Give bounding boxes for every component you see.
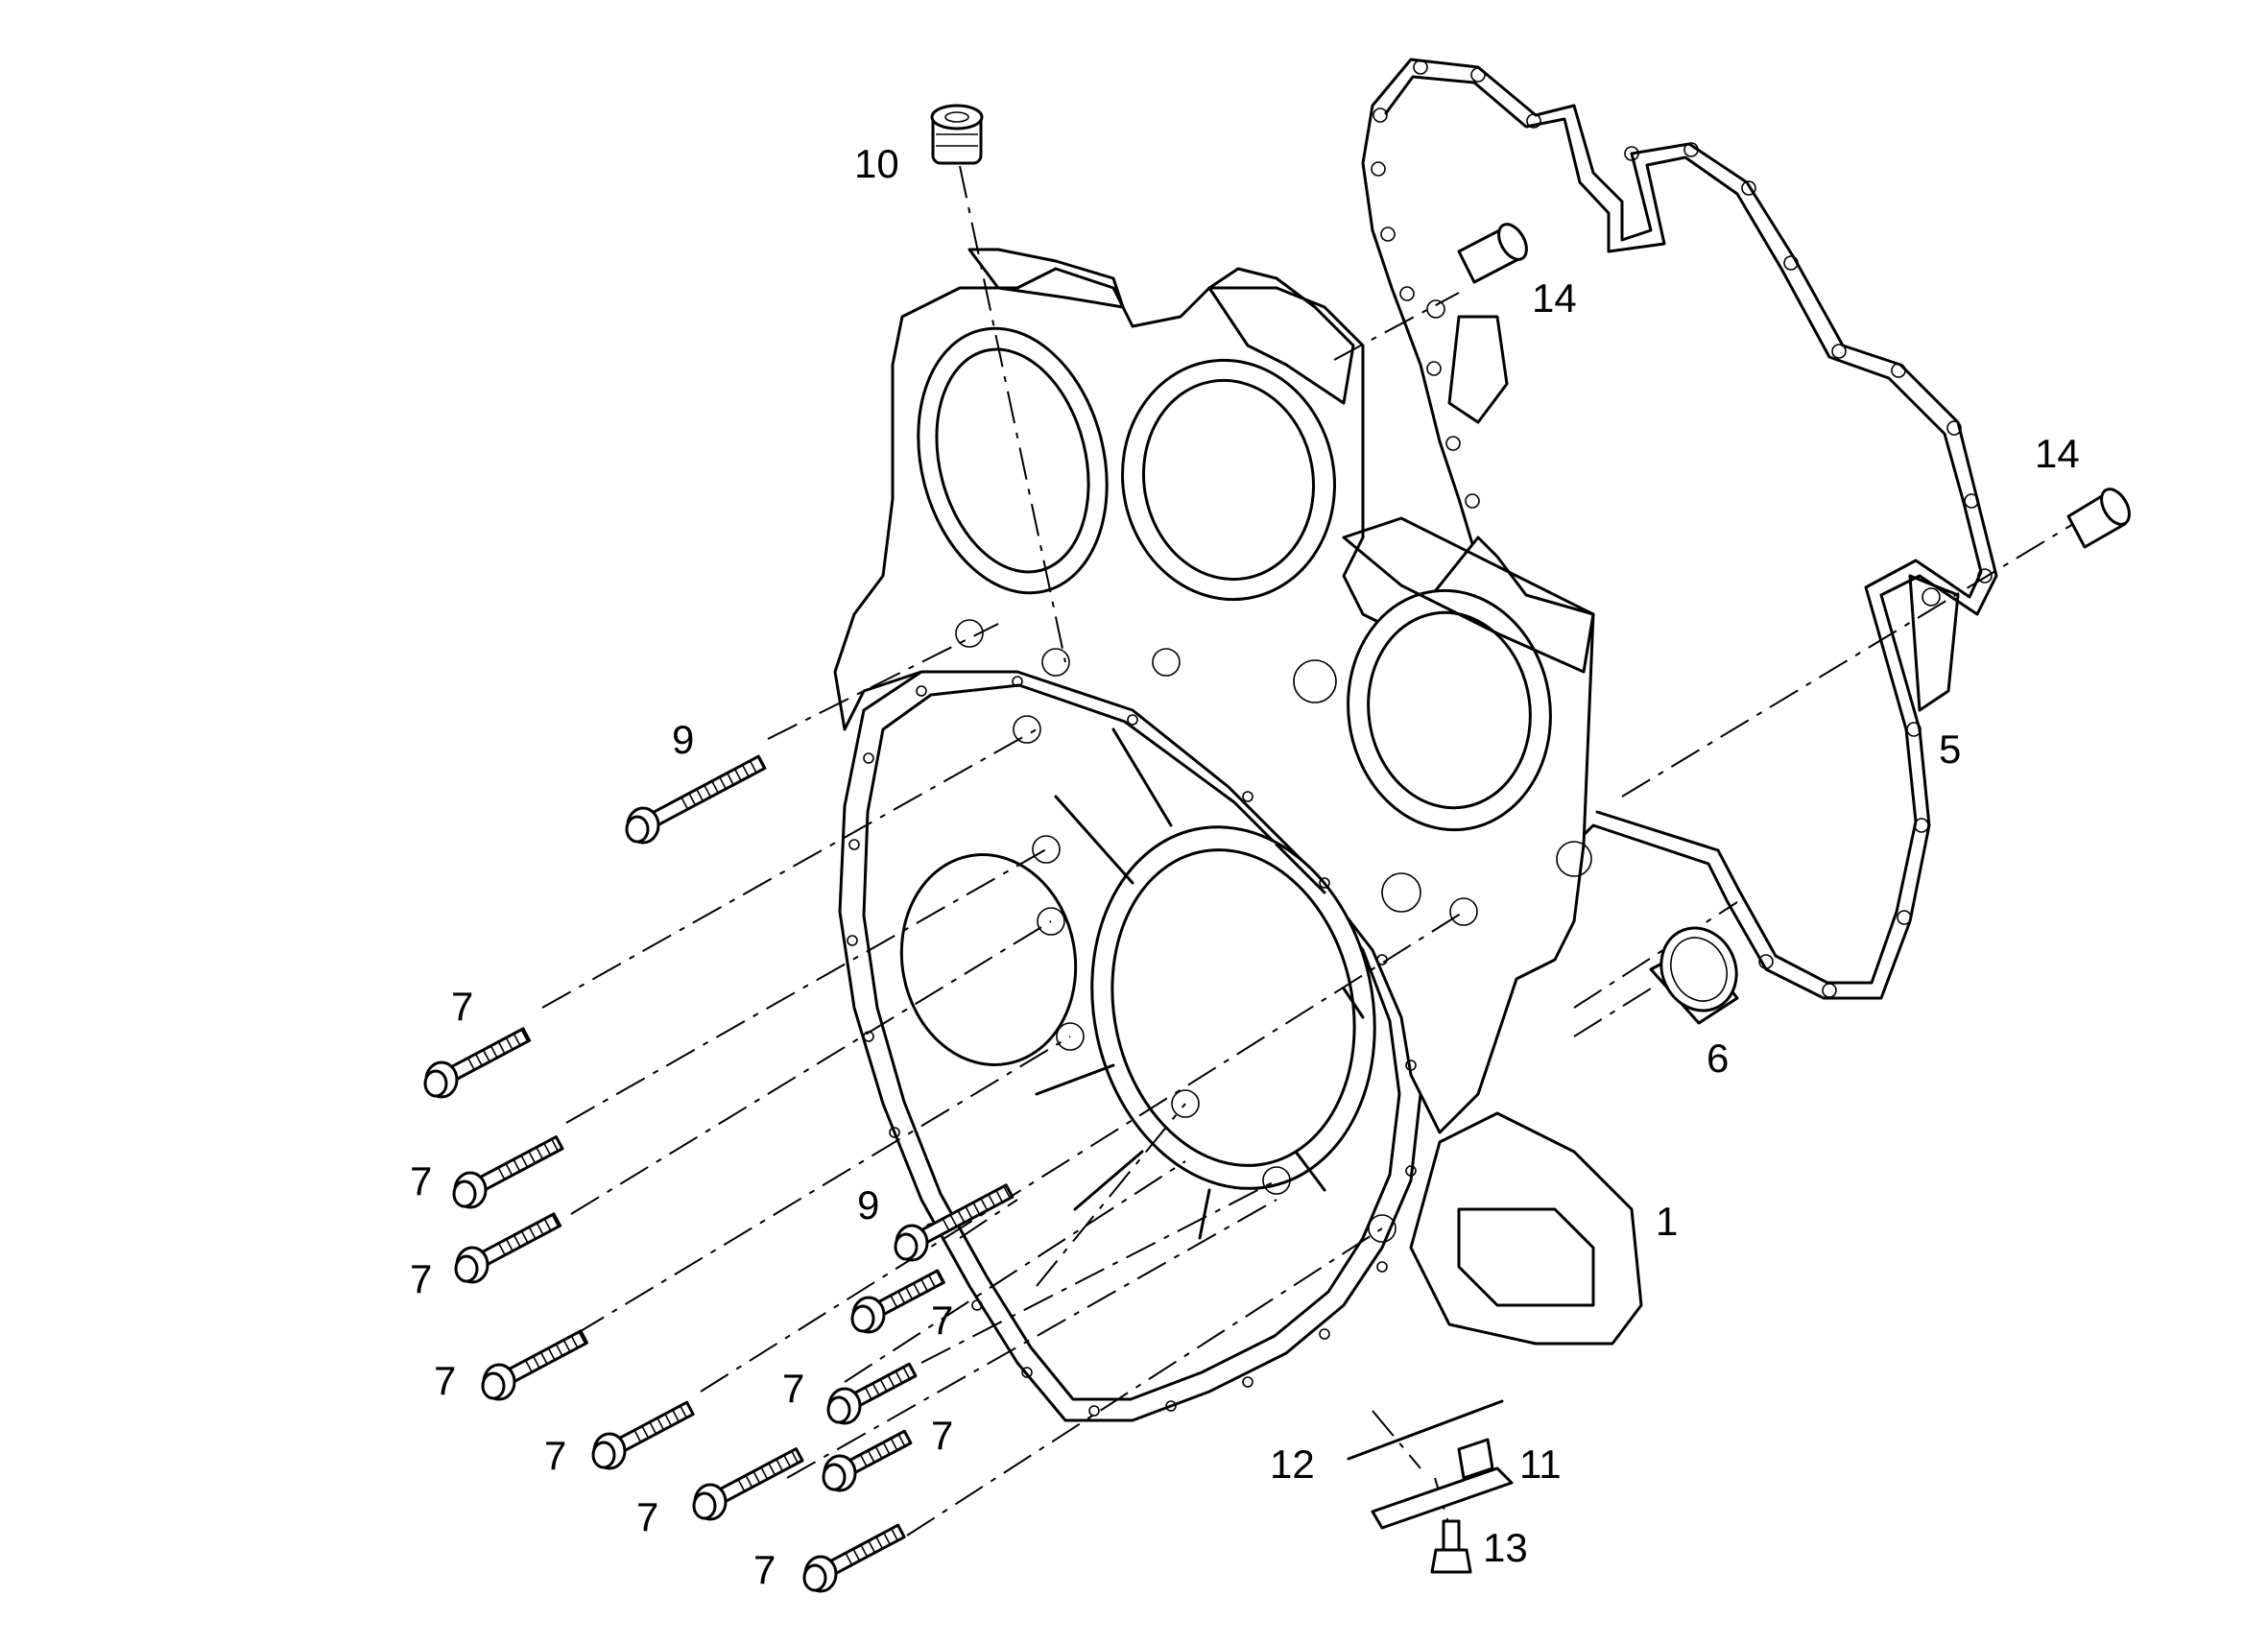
bolt-7 bbox=[454, 1212, 562, 1284]
callout-7: 7 bbox=[451, 984, 474, 1029]
callout-5: 5 bbox=[1939, 727, 1962, 772]
bolt-7 bbox=[423, 1027, 532, 1099]
bolt-9 bbox=[625, 754, 767, 845]
callout-6: 6 bbox=[1707, 1036, 1730, 1081]
callout-7: 7 bbox=[410, 1158, 433, 1203]
bolt-9 bbox=[894, 1183, 1015, 1262]
plug-part-10 bbox=[930, 104, 984, 165]
sleeve-part-14b bbox=[2066, 488, 2131, 549]
callout-13: 13 bbox=[1483, 1525, 1528, 1570]
bolt-7 bbox=[826, 1362, 918, 1425]
bolt-7 bbox=[802, 1523, 906, 1593]
gasket-part-12 bbox=[1347, 1399, 1504, 1461]
alignment-lines bbox=[541, 165, 2084, 1537]
callout-7: 7 bbox=[931, 1413, 954, 1458]
callout-9: 9 bbox=[857, 1182, 880, 1227]
cap-part-6 bbox=[1649, 926, 1739, 1025]
callout-9: 9 bbox=[672, 717, 695, 762]
bolt-part-13 bbox=[1430, 1519, 1472, 1574]
bolt-7 bbox=[481, 1329, 589, 1401]
callout-7: 7 bbox=[753, 1547, 776, 1592]
callout-7: 7 bbox=[636, 1494, 659, 1539]
callout-10: 10 bbox=[854, 141, 899, 186]
callout-7: 7 bbox=[410, 1256, 433, 1301]
timing-gear-housing-part bbox=[833, 248, 1643, 1422]
callout-14: 14 bbox=[1532, 275, 1577, 321]
bolt-7 bbox=[692, 1447, 804, 1521]
callout-7: 7 bbox=[434, 1358, 457, 1403]
bolt-7 bbox=[591, 1400, 695, 1470]
bolt-parts bbox=[423, 754, 1015, 1593]
callout-7: 7 bbox=[544, 1433, 567, 1478]
callout-1: 1 bbox=[1656, 1199, 1679, 1244]
callout-12: 12 bbox=[1270, 1441, 1315, 1487]
callout-7: 7 bbox=[782, 1366, 805, 1411]
callout-11: 11 bbox=[1519, 1441, 1562, 1487]
bolt-7 bbox=[822, 1429, 913, 1492]
callout-14: 14 bbox=[2035, 431, 2080, 476]
sleeve-part-14a bbox=[1457, 223, 1528, 284]
bolt-7 bbox=[452, 1135, 564, 1209]
cover-plate-part-11 bbox=[1371, 1438, 1514, 1530]
callout-7: 7 bbox=[931, 1298, 954, 1343]
bolt-7 bbox=[850, 1269, 945, 1334]
